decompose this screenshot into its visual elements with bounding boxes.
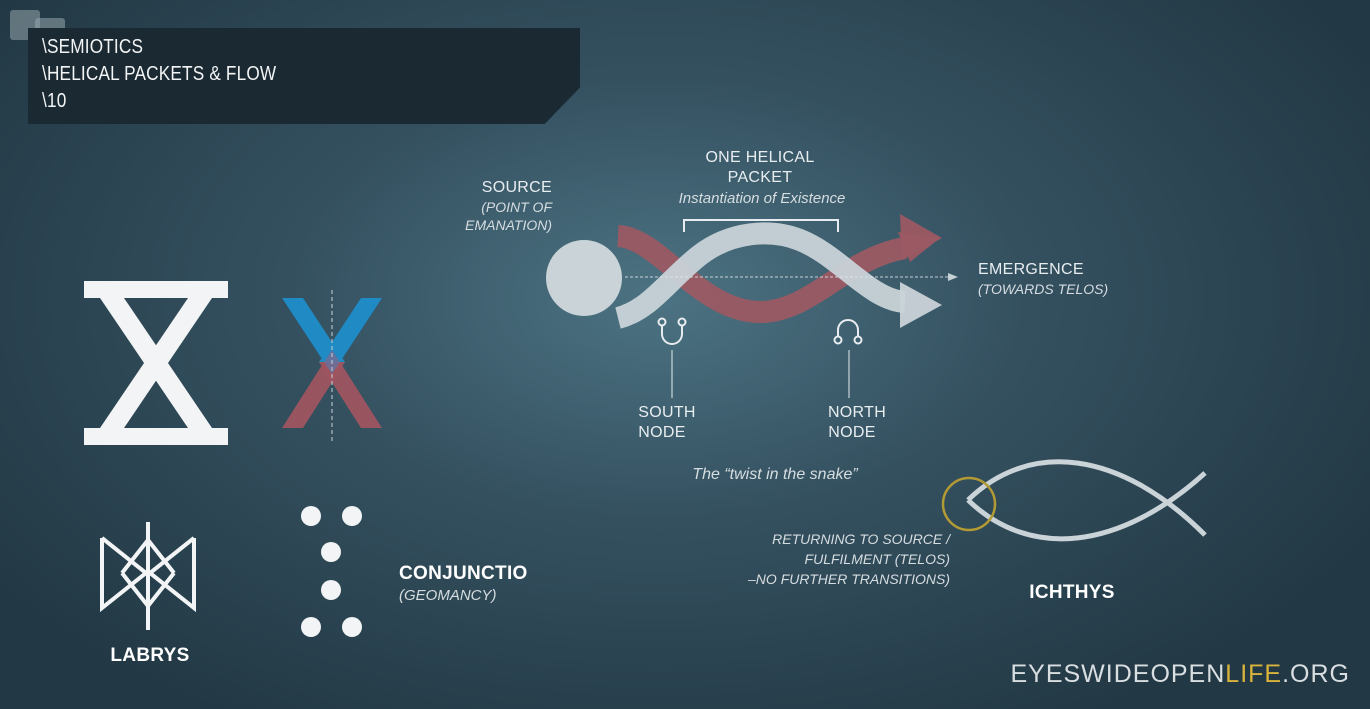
south-node-label-1: SOUTH: [638, 404, 696, 421]
packet-bracket: [683, 219, 839, 232]
footer-text-1: EYESWIDEOPEN: [1010, 660, 1226, 688]
helix-caption: The “twist in the snake”: [692, 466, 858, 483]
south-node-icon: [657, 317, 687, 398]
packet-label-2: PACKET: [727, 169, 793, 186]
hourglass-icon: [84, 281, 228, 445]
header-line-1: \SEMIOTICS: [42, 36, 144, 58]
footer-text-accent: LIFE: [1225, 660, 1283, 688]
ichthys-note-2: FULFILMENT (TELOS): [804, 551, 950, 567]
source-sub-1: (POINT OF: [481, 199, 552, 215]
slide-header: \SEMIOTICS \HELICAL PACKETS & FLOW \10: [28, 28, 580, 124]
emergence-sub: (TOWARDS TELOS): [978, 281, 1109, 297]
crossing-x-icon: [282, 290, 382, 442]
geomancy-dots-icon: [301, 506, 362, 637]
packet-label-1: ONE HELICAL: [705, 149, 815, 166]
north-node-label-2: NODE: [828, 424, 876, 441]
header-line-2: \HELICAL PACKETS & FLOW: [42, 63, 277, 85]
ichthys-label: ICHTHYS: [1029, 582, 1115, 603]
labrys-icon: [100, 522, 196, 630]
source-sub-2: EMANATION): [465, 217, 552, 233]
source-label: SOURCE: [481, 179, 552, 196]
site-footer: EYESWIDEOPENLIFE.ORG: [1010, 660, 1350, 689]
north-node-icon: [833, 319, 863, 398]
conjunctio-label: CONJUNCTIO: [399, 563, 528, 584]
ichthys-note-3: –NO FURTHER TRANSITIONS): [748, 571, 950, 587]
ichthys-note-1: RETURNING TO SOURCE /: [772, 531, 950, 547]
header-line-3: \10: [42, 90, 67, 112]
south-node-label-2: NODE: [638, 424, 686, 441]
packet-sub: Instantiation of Existence: [678, 190, 846, 207]
ichthys-icon: [941, 459, 1207, 542]
north-node-label-1: NORTH: [827, 404, 887, 421]
conjunctio-sub: (GEOMANCY): [399, 587, 497, 604]
labrys-label: LABRYS: [110, 645, 190, 666]
helix-diagram: [546, 214, 958, 398]
source-circle: [546, 240, 622, 316]
emergence-label: EMERGENCE: [978, 261, 1084, 278]
footer-text-2: .ORG: [1282, 660, 1350, 688]
